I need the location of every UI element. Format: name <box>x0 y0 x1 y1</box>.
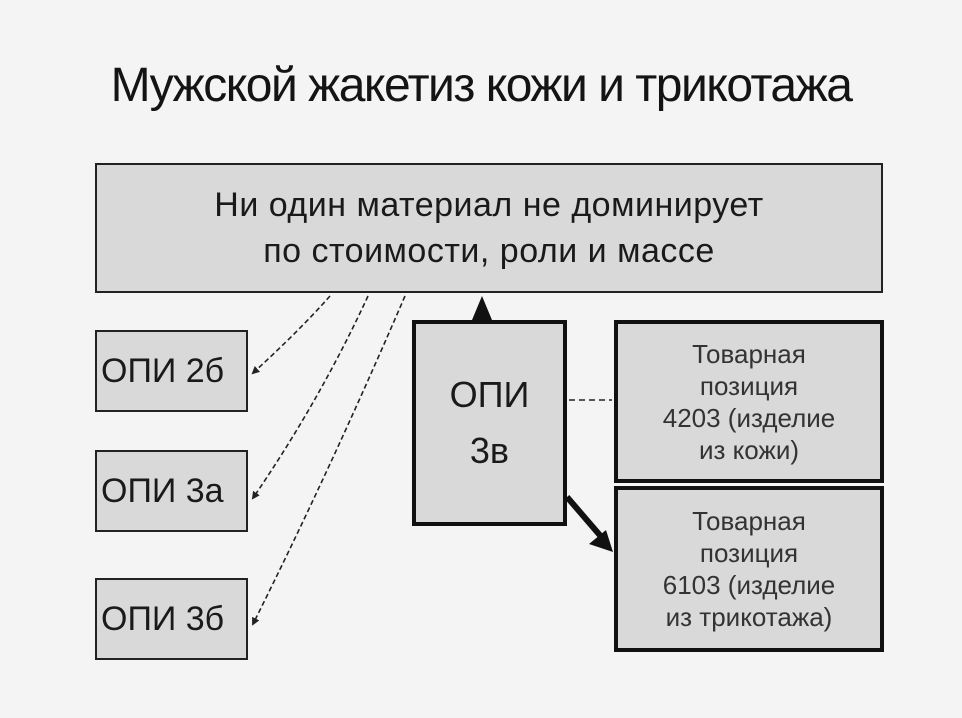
slide-title: Мужской жакетиз кожи и трикотажа <box>110 59 853 112</box>
rule-opi-3v-line-1: ОПИ <box>449 374 530 415</box>
heading-6103-line-3: 6103 (изделие <box>662 570 836 600</box>
heading-6103-line-2: позиция <box>699 538 799 568</box>
heading-4203-line-4: из кожи) <box>698 434 800 465</box>
heading-6103-line-1: Товарная <box>692 506 806 536</box>
heading-6103-line-4: из трикотажа) <box>665 602 833 632</box>
arrow-to-6103-head <box>589 530 613 552</box>
rule-opi-3b-label: ОПИ 3б <box>101 599 225 638</box>
rule-opi-2b-box: ОПИ 2б <box>95 330 248 412</box>
main-condition-line-1: Ни один материал не доминирует <box>214 186 764 224</box>
heading-6103-box: Товарная позиция 6103 (изделие из трикот… <box>614 486 884 652</box>
rule-opi-3b-box: ОПИ 3б <box>95 578 248 660</box>
main-condition-line-2: по стоимости, роли и массе <box>263 232 715 270</box>
heading-4203-line-1: Товарная <box>692 338 806 369</box>
rule-opi-3v-line-2: 3в <box>469 430 510 471</box>
heading-4203-line-2: позиция <box>699 370 799 401</box>
dashed-arrow-to-opi-2b <box>251 295 331 375</box>
dashed-arrow-to-opi-3b <box>252 295 406 626</box>
rule-opi-3a-box: ОПИ 3а <box>95 450 248 532</box>
heading-4203-box: Товарная позиция 4203 (изделие из кожи) <box>614 320 884 483</box>
arrowhead-to-main-condition <box>472 296 492 320</box>
rule-opi-2b-label: ОПИ 2б <box>101 351 225 390</box>
rule-opi-3a-label: ОПИ 3а <box>101 471 224 510</box>
rule-opi-3v-box: ОПИ 3в <box>412 320 567 526</box>
arrow-to-6103-line <box>564 495 607 542</box>
dashed-arrow-to-opi-3a <box>251 295 369 500</box>
main-condition-box: Ни один материал не доминирует по стоимо… <box>95 163 883 293</box>
heading-4203-line-3: 4203 (изделие <box>662 402 836 433</box>
